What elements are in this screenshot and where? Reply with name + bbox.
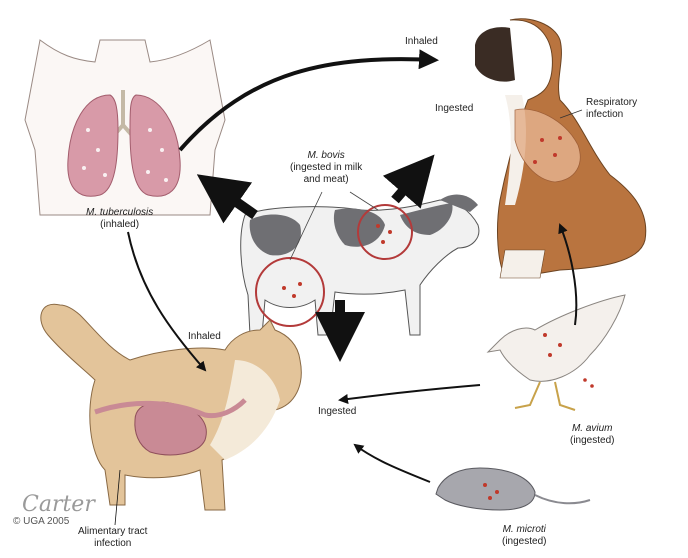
m-bovis-label: M. bovis (ingested in milk and meat) bbox=[290, 150, 362, 186]
alimentary-line2: infection bbox=[78, 538, 147, 550]
m-microti-note: (ingested) bbox=[502, 536, 546, 548]
respiratory-line2: infection bbox=[586, 109, 637, 121]
cow-illustration bbox=[241, 195, 479, 335]
m-tuberculosis-name: M. tuberculosis bbox=[86, 207, 153, 219]
ingested-dog-label: Ingested bbox=[435, 103, 473, 115]
respiratory-infection-label: Respiratory infection bbox=[586, 97, 637, 121]
arrow-mouse-to-cat bbox=[355, 445, 430, 482]
alimentary-tract-label: Alimentary tract infection bbox=[78, 526, 147, 550]
m-avium-note: (ingested) bbox=[570, 435, 614, 447]
human-torso-lungs bbox=[25, 40, 225, 215]
m-avium-label: M. avium (ingested) bbox=[570, 423, 614, 447]
m-bovis-note-2: and meat) bbox=[290, 174, 362, 186]
copyright-label: © UGA 2005 bbox=[13, 516, 69, 528]
arrow-bird-to-cat bbox=[340, 385, 480, 400]
artist-signature: Carter bbox=[22, 492, 95, 517]
m-tuberculosis-note: (inhaled) bbox=[86, 219, 153, 231]
m-microti-name: M. microti bbox=[502, 524, 546, 536]
cat-illustration bbox=[41, 304, 301, 510]
m-bovis-note-1: (ingested in milk bbox=[290, 162, 362, 174]
bird-illustration bbox=[488, 295, 625, 410]
bovis-pointer-2 bbox=[350, 192, 378, 210]
dog-illustration bbox=[475, 19, 646, 278]
respiratory-line1: Respiratory bbox=[586, 97, 637, 109]
inhaled-cat-label: Inhaled bbox=[188, 331, 221, 343]
arrow-cow-to-dog bbox=[395, 162, 428, 200]
inhaled-top-label: Inhaled bbox=[405, 36, 438, 48]
ingested-center-label: Ingested bbox=[318, 406, 356, 418]
m-avium-name: M. avium bbox=[570, 423, 614, 435]
m-bovis-name: M. bovis bbox=[290, 150, 362, 162]
m-microti-label: M. microti (ingested) bbox=[502, 524, 546, 548]
m-tuberculosis-label: M. tuberculosis (inhaled) bbox=[86, 207, 153, 231]
alimentary-line1: Alimentary tract bbox=[78, 526, 147, 538]
arrow-cow-to-lungs bbox=[205, 180, 255, 215]
mouse-illustration bbox=[436, 468, 590, 510]
